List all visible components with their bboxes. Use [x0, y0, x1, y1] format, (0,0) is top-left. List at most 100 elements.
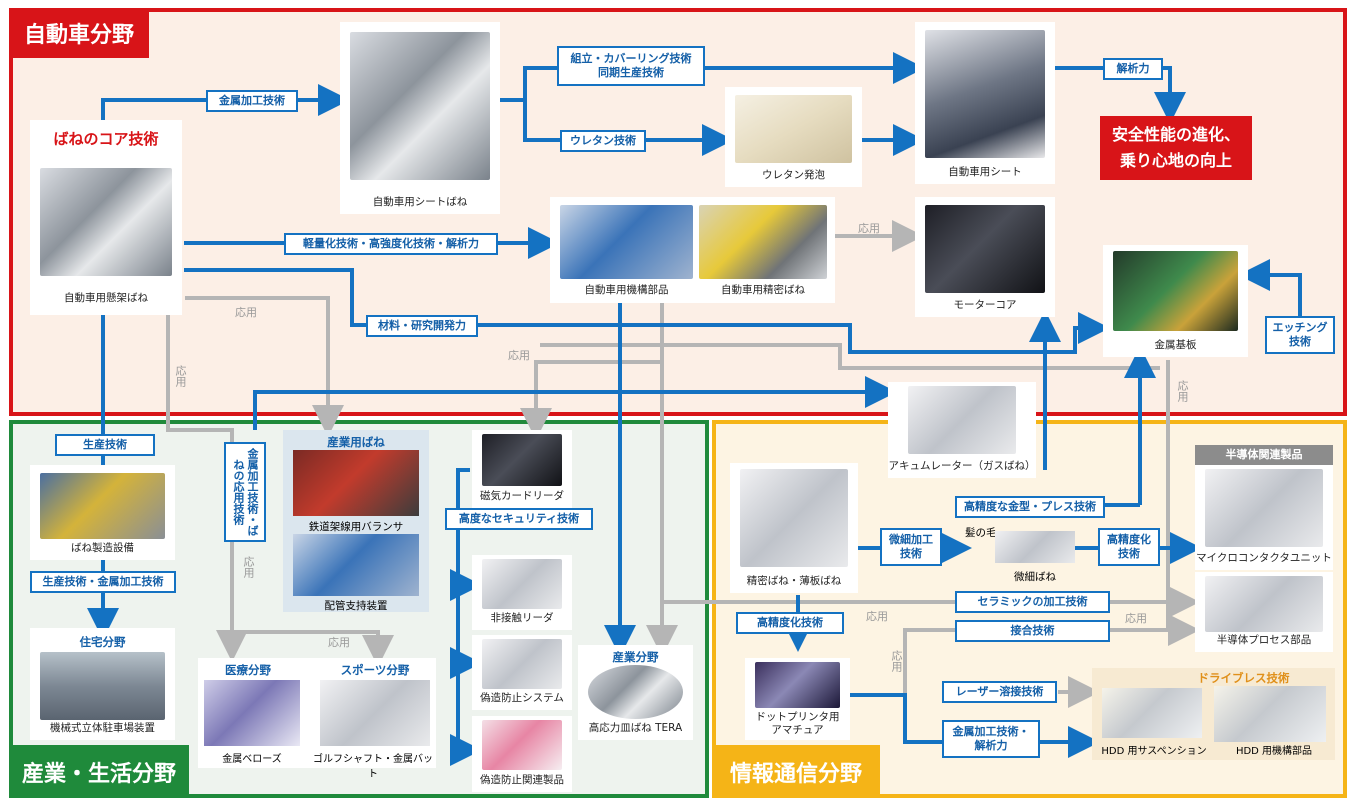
- pipe-support-caption: 配管支持装置: [324, 600, 388, 612]
- car-seat-image: [925, 30, 1045, 158]
- apply-label-1: 応用: [235, 306, 257, 319]
- hdd-susp-image: [1102, 688, 1202, 738]
- card-reader-card: 磁気カードリーダ: [472, 430, 572, 508]
- accumulator-image: [908, 386, 1016, 454]
- core-tech-title: ばねのコア技術: [53, 130, 159, 148]
- parking-image: [40, 652, 165, 720]
- mech-precision-card: 自動車用機構部品 自動車用精密ばね: [550, 197, 835, 303]
- label-ceramic: セラミックの加工技術: [955, 591, 1110, 613]
- metal-substrate-card: 金属基板: [1103, 245, 1248, 357]
- label-high-precision-die: 高精度な金型・プレス技術: [955, 496, 1105, 518]
- apply-label-8: 応用: [866, 610, 888, 623]
- automotive-title: 自動車分野: [9, 8, 149, 58]
- precision-spring-image: [699, 205, 827, 279]
- label-security: 高度なセキュリティ技術: [445, 508, 593, 530]
- card-reader-image: [482, 434, 562, 486]
- label-spring-apply: 金属加工技術・ばねの応用技術: [224, 442, 266, 542]
- core-tech-card: ばねのコア技術 自動車用懸架ばね: [30, 120, 182, 315]
- anticounterfeit-sys-caption: 偽造防止システム: [480, 692, 564, 704]
- dot-printer-caption: ドットプリンタ用 アマチュア: [755, 711, 840, 736]
- anticounterfeit-prod-caption: 偽造防止関連製品: [480, 774, 564, 786]
- accumulator-caption: アキュムレーター（ガスばね）: [888, 460, 1036, 472]
- label-production: 生産技術: [55, 434, 155, 456]
- apply-label-5: 応用: [1176, 380, 1189, 402]
- apply-label-10: 応用: [1125, 612, 1147, 625]
- anticounterfeit-prod-card: 偽造防止関連製品: [472, 716, 572, 792]
- metal-substrate-image: [1113, 251, 1238, 331]
- label-metal-analysis: 金属加工技術・ 解析力: [942, 720, 1040, 758]
- precision-thin-card: 精密ばね・薄板ばね: [730, 463, 858, 593]
- apply-label-7: 応用: [328, 636, 350, 649]
- dot-printer-image: [755, 662, 840, 708]
- label-laser: レーザー溶接技術: [942, 681, 1057, 703]
- label-urethane: ウレタン技術: [560, 130, 646, 152]
- drive-press-panel: ドライブレス技術 HDD 用サスペンション HDD 用機構部品: [1092, 668, 1335, 760]
- car-seat-caption: 自動車用シート: [948, 166, 1022, 178]
- semi-process-card: 半導体プロセス部品: [1195, 572, 1333, 652]
- anticounterfeit-sys-image: [482, 639, 562, 689]
- precision-thin-caption: 精密ばね・薄板ばね: [746, 575, 842, 587]
- label-metalwork: 金属加工技術: [206, 90, 298, 112]
- micro-contactor-image: [1205, 469, 1323, 547]
- infocomm-title: 情報通信分野: [712, 745, 880, 798]
- suspension-spring-image: [40, 168, 172, 276]
- factory-image: [40, 473, 165, 539]
- precision-thin-image: [740, 469, 848, 567]
- factory-card: ばね製造設備: [30, 465, 175, 560]
- semi-process-image: [1205, 576, 1323, 632]
- contactless-image: [482, 559, 562, 609]
- medical-head: 医療分野: [225, 663, 271, 677]
- motor-core-image: [925, 205, 1045, 293]
- industry-head: 産業分野: [612, 650, 659, 664]
- anticounterfeit-sys-card: 偽造防止システム: [472, 635, 572, 710]
- mech-parts-image: [560, 205, 693, 279]
- hair-label: 髪の毛: [965, 527, 997, 539]
- apply-label-6: 応用: [242, 556, 255, 578]
- tera-caption: 高応力皿ばね TERA: [588, 722, 683, 734]
- seat-spring-caption: 自動車用シートばね: [372, 196, 468, 208]
- industrial-title: 産業・生活分野: [9, 745, 189, 798]
- label-high-precision2: 高精度化技術: [736, 612, 844, 634]
- mech-parts-caption: 自動車用機構部品: [584, 284, 669, 296]
- label-production-metal: 生産技術・金属加工技術: [30, 571, 176, 593]
- label-micro-machining: 微細加工 技術: [880, 528, 942, 566]
- label-material: 材料・研究開発力: [366, 315, 478, 337]
- sports-head: スポーツ分野: [340, 663, 410, 677]
- seat-spring-image: [350, 32, 490, 180]
- rail-balancer-image: [293, 450, 419, 516]
- hdd-mech-caption: HDD 用機構部品: [1235, 746, 1313, 757]
- seat-spring-card: 自動車用シートばね: [340, 22, 500, 214]
- dot-printer-card: ドットプリンタ用 アマチュア: [745, 658, 850, 740]
- rail-balancer-caption: 鉄道架線用バランサ: [308, 521, 404, 533]
- apply-label-9: 応用: [890, 650, 903, 672]
- drive-press-head: ドライブレス技術: [1197, 671, 1290, 685]
- pipe-support-image: [293, 534, 419, 596]
- tera-image: [588, 665, 683, 719]
- motor-core-caption: モーターコア: [953, 299, 1017, 311]
- parking-caption: 機械式立体駐車場装置: [50, 722, 155, 734]
- accumulator-card: アキュムレーター（ガスばね）: [888, 382, 1036, 478]
- housing-head: 住宅分野: [79, 635, 126, 649]
- bellows-caption: 金属ベローズ: [222, 754, 282, 765]
- urethane-image: [735, 95, 852, 163]
- apply-label-3: 応用: [508, 349, 530, 362]
- micro-contactor-caption: マイクロコンタクタユニット: [1196, 552, 1332, 564]
- result-box: 安全性能の進化、 乗り心地の向上: [1100, 116, 1252, 180]
- contactless-card: 非接触リーダ: [472, 555, 572, 630]
- micro-contactor-card: マイクロコンタクタユニット: [1195, 465, 1333, 570]
- hdd-susp-caption: HDD 用サスペンション: [1101, 746, 1207, 757]
- label-high-precision: 高精度化 技術: [1098, 528, 1160, 566]
- label-lightweight: 軽量化技術・高強度化技術・解析力: [284, 233, 498, 255]
- precision-spring-caption: 自動車用精密ばね: [721, 284, 805, 296]
- anticounterfeit-prod-image: [482, 720, 562, 770]
- medical-sports-panel: 医療分野 スポーツ分野 金属ベローズ ゴルフシャフト・金属バット: [198, 658, 436, 780]
- label-analysis: 解析力: [1103, 58, 1163, 80]
- micro-spring-area: 髪の毛 微細ばね: [965, 525, 1075, 583]
- golf-caption: ゴルフシャフト・金属バット: [313, 754, 433, 780]
- tera-card: 産業分野 高応力皿ばね TERA: [578, 645, 693, 740]
- bellows-image: [204, 680, 300, 746]
- semi-products-head: 半導体関連製品: [1195, 445, 1333, 465]
- urethane-caption: ウレタン発泡: [762, 169, 825, 181]
- semi-process-caption: 半導体プロセス部品: [1216, 634, 1312, 646]
- parking-card: 住宅分野 機械式立体駐車場装置: [30, 628, 175, 740]
